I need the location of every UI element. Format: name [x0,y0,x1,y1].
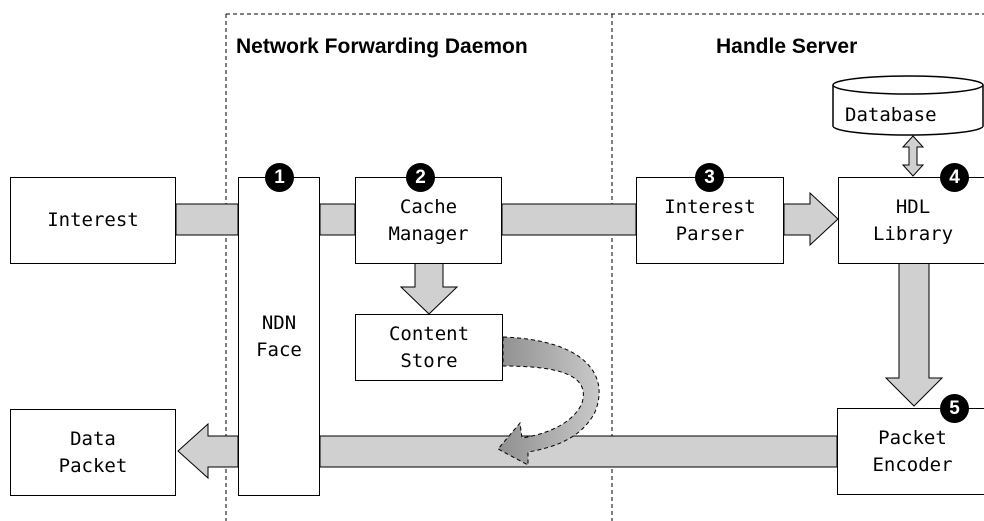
content-store-line-2: Store [400,349,458,372]
curved-arrow-store-to-return [497,336,600,466]
arrow-face-to-datapacket [177,422,239,480]
cache-manager-line-1: Cache [399,195,458,218]
interest-parser-line-2: Parser [675,222,745,245]
daemon-zone-title: Network Forwarding Daemon [236,35,528,58]
database-label: Database [845,104,937,126]
cache-manager-line-2: Manager [388,222,469,245]
step-badge-4: 4 [940,163,969,192]
interest-node: Interest [10,177,176,264]
data-packet-line-2: Packet [58,454,128,477]
step-badge-3: 3 [695,163,724,192]
arrow-database-hdl [901,135,925,177]
content-store-node: Content Store [355,314,503,381]
packet-encoder-line-1: Packet [878,426,947,449]
arrow-face-to-cache [319,203,356,236]
arrow-interest-to-face [175,203,239,236]
server-zone-title: Handle Server [716,35,858,58]
ndn-face-line-2: Face [256,338,302,361]
step-badge-1: 1 [265,163,294,192]
packet-encoder-line-2: Encoder [872,453,953,476]
hdl-library-line-1: HDL [895,195,931,218]
arrow-hdl-to-encoder [884,261,944,407]
interest-parser-line-1: Interest [664,195,756,218]
step-badge-5: 5 [940,394,969,423]
database-cylinder [832,75,984,136]
arrow-cache-to-parser [501,203,637,236]
data-packet-line-1: Data [70,427,116,450]
arrow-parser-to-hdl [783,191,839,247]
arrow-cache-to-store [399,261,459,315]
packet-encoder-node: Packet Encoder [837,408,984,495]
arrow-encoder-to-face [319,435,838,468]
data-packet-node: Data Packet [10,409,176,496]
content-store-line-1: Content [388,322,470,345]
hdl-library-line-2: Library [872,222,954,245]
interest-node-label: Interest [47,209,139,231]
ndn-face-line-1: NDN [261,311,297,334]
ndn-face-node: NDN Face [238,177,320,496]
step-badge-2: 2 [406,163,435,192]
hdl-library-node: HDL Library [838,177,984,264]
cache-manager-node: Cache Manager [355,177,502,264]
